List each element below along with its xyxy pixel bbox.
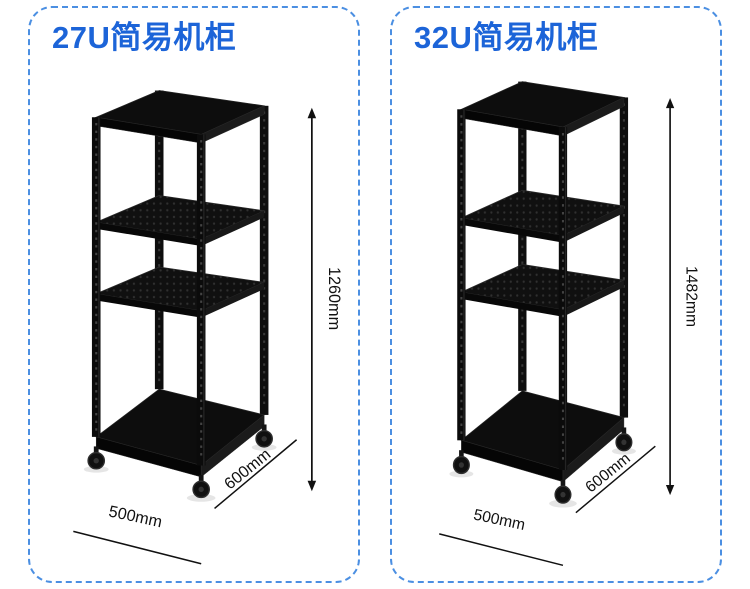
- panel-27u: 27U简易机柜 1260mm 500mm 600mm: [28, 6, 360, 583]
- dimension-arrow-down-icon: [307, 480, 316, 492]
- width-label-32u: 500mm: [471, 507, 526, 535]
- width-dimension-32u: 500mm: [438, 507, 563, 567]
- height-label-32u: 1482mm: [682, 266, 699, 327]
- rack-illustration-27u: [82, 89, 278, 503]
- depth-dimension-line: [213, 439, 297, 510]
- depth-dimension-line: [574, 445, 656, 514]
- panel-title-32u: 32U简易机柜: [414, 20, 599, 55]
- width-dimension-line: [72, 530, 201, 565]
- width-dimension-27u: 500mm: [72, 502, 201, 565]
- width-dimension-line: [438, 533, 563, 567]
- dimension-arrow-up-icon: [665, 98, 674, 109]
- rack-figure-32u: 1482mm 500mm 600mm: [438, 80, 699, 567]
- panel-32u: 32U简易机柜 1482mm 500mm 600mm: [390, 6, 722, 583]
- width-label-27u: 500mm: [107, 502, 164, 531]
- dimension-arrow-down-icon: [665, 484, 674, 496]
- panel-title-27u: 27U简易机柜: [52, 20, 237, 55]
- rack-figure-27u: 1260mm 500mm 600mm: [72, 89, 343, 565]
- height-label-27u: 1260mm: [325, 267, 343, 330]
- height-dimension-32u: 1482mm: [665, 98, 699, 496]
- height-dimension-27u: 1260mm: [307, 107, 343, 492]
- dimension-arrow-up-icon: [307, 107, 316, 119]
- rack-illustration-32u: [447, 80, 637, 509]
